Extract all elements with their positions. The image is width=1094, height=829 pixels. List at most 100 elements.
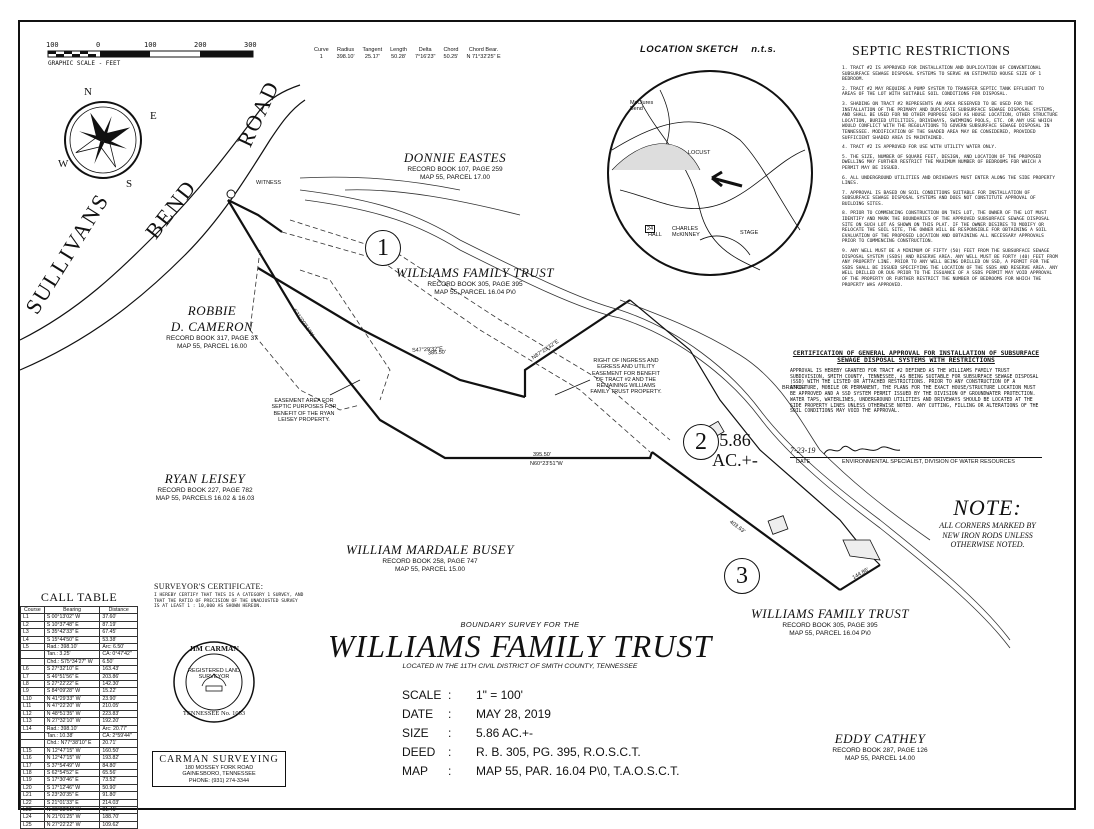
curve-header-cell: Length — [390, 47, 407, 53]
call-cell: 142.30' — [99, 680, 138, 689]
call-cell: 37.60' — [99, 613, 138, 622]
seal-icon — [173, 641, 255, 723]
info-colon: : — [448, 725, 452, 740]
septic-item: 5. THE SIZE, NUMBER OF SQUARE FEET, DESI… — [842, 154, 1042, 171]
firm-block: CARMAN SURVEYING 180 MOSSEY FORK ROAD GA… — [152, 751, 286, 787]
call-cell: S 27°32'10" E — [43, 665, 101, 674]
drawing-frame — [18, 20, 1076, 810]
call-cell: 193.82' — [99, 754, 138, 763]
call-cell — [20, 739, 45, 748]
call-cell: 84.80' — [99, 761, 138, 770]
certification-signature-line: 7-23-19 DATE ENVIRONMENTAL SPECIALIST, D… — [790, 445, 1042, 466]
septic-item: 6. ALL UNDERGROUND UTILITIES AND DRIVEWA… — [842, 175, 1055, 187]
call-cell: S 27°22'22" E — [43, 680, 101, 689]
call-cell: 160.50' — [99, 746, 138, 756]
call-cell: Chd.: N77°38'10" E — [43, 739, 101, 748]
owner-map: MAP 55, PARCEL 16.00 — [177, 342, 247, 350]
compass-e: E — [150, 110, 157, 122]
location-label: McClures Bend — [630, 100, 654, 113]
info-row: MAP:MAP 55, PAR. 16.04 P\0, T.A.O.S.C.T. — [402, 761, 722, 780]
info-colon: : — [448, 687, 452, 702]
certification-date-label: DATE — [796, 459, 811, 465]
info-colon: : — [448, 706, 452, 721]
owner-williams-bottom: WILLIAMS FAMILY TRUST RECORD BOOK 305, P… — [740, 606, 920, 637]
title-sub: LOCATED IN THE 11TH CIVIL DISTRICT OF SM… — [402, 663, 638, 670]
info-key: SIZE — [402, 725, 429, 740]
compass-n: N — [84, 86, 92, 98]
boundary-lines — [227, 199, 881, 591]
call-cell: L12 — [20, 709, 45, 719]
septic-item: 8. PRIOR TO COMMENCING CONSTRUCTION ON T… — [842, 211, 1050, 245]
call-cell: Rad.: 398.10' — [43, 724, 101, 733]
call-cell: L7 — [20, 672, 45, 682]
call-cell: L13 — [20, 717, 45, 726]
call-header-cell: Bearing — [43, 605, 101, 615]
septic-areas — [705, 420, 881, 561]
call-cell — [20, 650, 45, 659]
call-cell: Chd.: S75°34'27" W — [43, 657, 101, 667]
call-cell: CA: 0°47'42" — [99, 650, 138, 659]
curve-header-cell: Chord Bear. — [468, 47, 499, 53]
north-arrow-compass — [64, 101, 142, 179]
call-cell: L1 — [20, 613, 45, 622]
survey-info: SCALE:1" = 100' DATE:MAY 28, 2019 SIZE:5… — [402, 685, 722, 780]
note-block: NOTE: ALL CORNERS MARKED BY NEW IRON ROD… — [920, 495, 1055, 550]
owner-map: MAP 55, PARCEL 15.00 — [395, 565, 465, 573]
location-label: STAGE — [740, 230, 759, 236]
easement-lines — [249, 219, 671, 453]
call-cell: L24 — [20, 813, 45, 822]
firm-address-2: GAINESBORO, TENNESSEE — [182, 771, 256, 778]
owner-record: RECORD BOOK 305, PAGE 395 — [782, 622, 878, 629]
note-line: NEW IRON RODS UNLESS — [942, 530, 1033, 540]
call-cell: L16 — [20, 754, 45, 763]
call-cell: Arc: 20.77' — [99, 724, 138, 733]
call-cell: L10 — [20, 694, 45, 704]
call-cell: Tan.: 3.25' — [43, 650, 101, 659]
info-key: DATE — [402, 706, 434, 721]
call-cell: 6.50' — [99, 657, 138, 667]
septic-item: 9. ANY WELL MUST BE A MINIMUM OF FIFTY (… — [842, 249, 1058, 288]
scale-label: GRAPHIC SCALE - FEET — [48, 60, 121, 67]
seal-line-1: REGISTERED LAND SURVEYOR — [188, 668, 240, 681]
call-cell: Tan.: 10.38' — [43, 731, 101, 741]
iron-rod-marker — [226, 189, 236, 199]
call-header-cell: Distance — [99, 605, 138, 615]
call-header-cell: Course — [20, 605, 45, 615]
owner-name: RYAN LEISEY — [164, 471, 246, 486]
call-cell: CA: 2°59'44" — [99, 731, 138, 741]
owner-eddy-cathey: EDDY CATHEY RECORD BOOK 287, PAGE 126 MA… — [800, 731, 960, 762]
seal-line-2: TENNESSEE No. 1053 — [182, 710, 246, 717]
call-cell: 203.86' — [99, 672, 138, 682]
tract-1-label: 1 — [365, 230, 401, 266]
surveyor-title: SURVEYOR'S CERTIFICATE: — [154, 582, 264, 591]
owner-map: MAP 55, PARCEL 16.04 P\0 — [789, 629, 871, 637]
leader-lines — [329, 379, 591, 396]
firm-address-1: 180 MOSSEY FORK ROAD — [184, 765, 254, 771]
acreage-value: 5.86 — [719, 430, 751, 450]
certification-block: CERTIFICATION OF GENERAL APPROVAL FOR IN… — [790, 349, 1042, 415]
call-cell: 15.22' — [99, 687, 138, 696]
call-cell: L17 — [20, 761, 45, 770]
curve-header-cell: Tangent — [362, 47, 383, 53]
call-cell: 73.52' — [99, 776, 138, 785]
call-cell: N 66°33'51" W — [43, 805, 101, 815]
call-cell: S 10°37'48" E — [43, 620, 101, 630]
certification-body: APPROVAL IS HEREBY GRANTED FOR TRACT #2 … — [790, 368, 1039, 415]
call-cell: L19 — [20, 776, 45, 785]
call-cell: S 17°30'46" E — [43, 776, 101, 785]
owner-name: EDDY CATHEY — [834, 731, 926, 746]
call-cell: S 00°13'02" W — [43, 613, 101, 622]
curve-cell: N 71°32'25" E — [466, 54, 501, 60]
owner-map: MAP 55, PARCEL 16.04 P\0 — [434, 288, 516, 296]
curve-cell: 7°16'23" — [414, 54, 436, 60]
compass-s: S — [126, 178, 133, 190]
